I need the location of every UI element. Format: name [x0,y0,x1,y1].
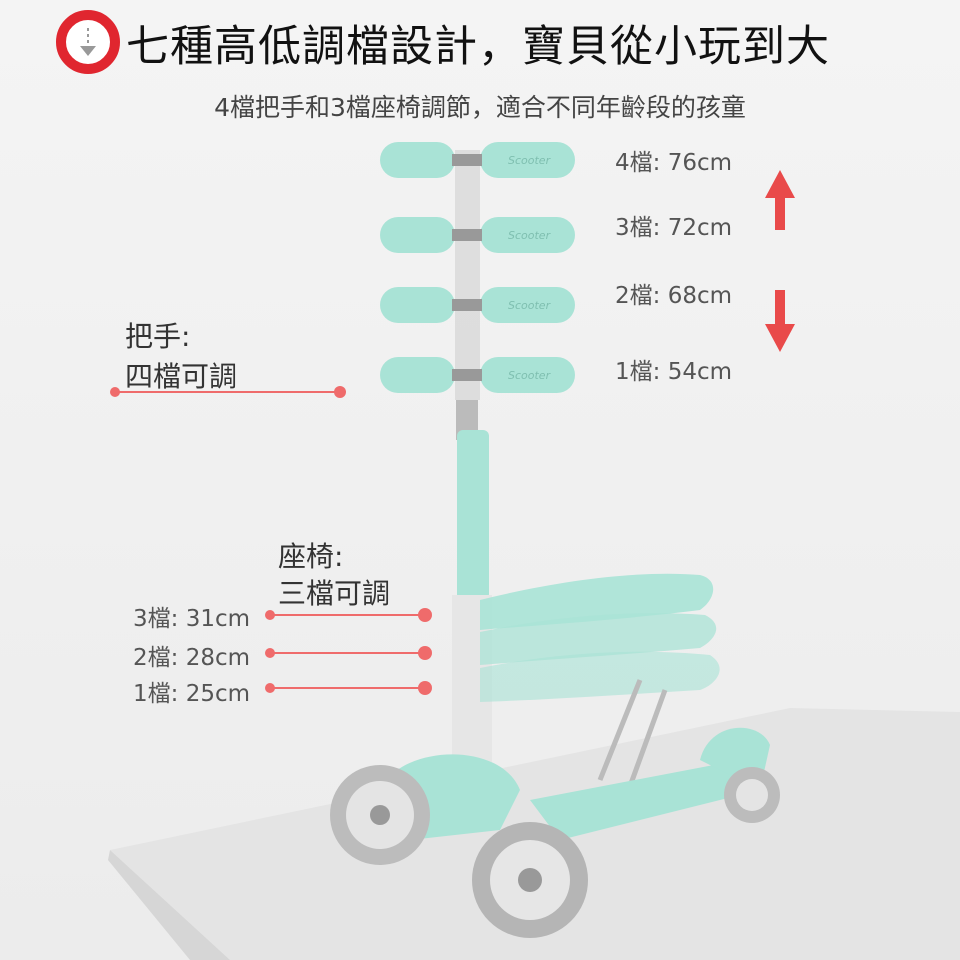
seat-label-sub: 三檔可調 [278,577,391,610]
wheel-left [330,765,430,865]
handlebar-clamp [452,229,482,241]
wheel-rear [724,767,780,823]
up-arrow-icon [765,170,795,230]
grip-right [480,357,575,393]
handlebar-level-1: 1檔: 54cm [615,359,733,385]
handlebar-clamp [452,369,482,381]
pointer-dot [265,610,275,620]
handlebar-label-sub: 四檔可調 [125,360,238,393]
down-arrow-icon [765,290,795,352]
grip-brand-text: Scooter [508,229,552,242]
seat-pointer-lines [265,608,432,695]
grip-left [380,217,455,253]
seat-level-3: 3檔: 31cm [133,606,251,632]
download-arrow-icon [56,10,120,74]
page-subtitle: 4檔把手和3檔座椅調節，適合不同年齡段的孩童 [214,93,746,122]
handlebar-clamp [452,154,482,166]
grip-left [380,142,455,178]
page-title: 七種高低調檔設計，寶貝從小玩到大 [126,22,830,72]
grip-left [380,287,455,323]
seat-level-2: 2檔: 28cm [133,645,251,671]
handlebar-clamp [452,299,482,311]
grip-brand-text: Scooter [508,369,552,382]
handlebar-label: 把手: [125,320,191,353]
handlebar-level-4: 4檔: 76cm [615,150,733,176]
handlebar-level-3: 3檔: 72cm [615,215,733,241]
grip-right [480,217,575,253]
seat-label: 座椅: [278,540,344,573]
pointer-dot [418,646,432,660]
pointer-dot [265,683,275,693]
seat-level-1: 1檔: 25cm [133,681,251,707]
grip-right [480,287,575,323]
pointer-dot [265,648,275,658]
wheel-front [472,822,588,938]
handlebar-pointer-line [110,386,346,398]
grip-right [480,142,575,178]
handlebar-level-2: 2檔: 68cm [615,283,733,309]
grip-brand-text: Scooter [508,154,552,167]
grip-left [380,357,455,393]
pointer-dot [418,608,432,622]
grip-brand-text: Scooter [508,299,552,312]
pointer-dot [418,681,432,695]
